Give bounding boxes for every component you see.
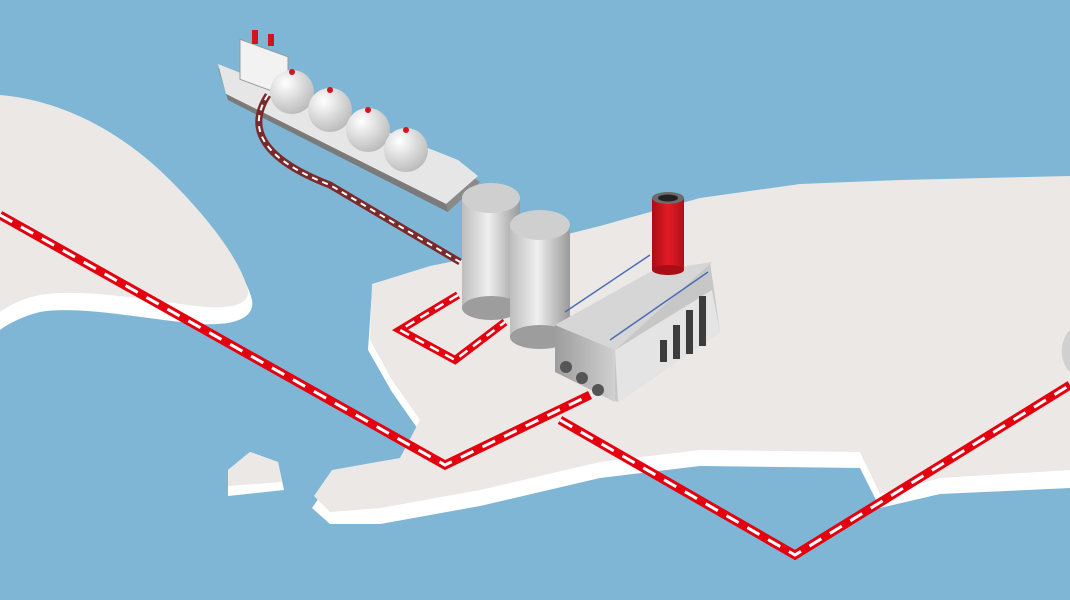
processing-plant: [555, 254, 720, 402]
plant-outlet: [592, 384, 604, 396]
pipeline-left: [0, 211, 592, 471]
cargo-dome: [308, 88, 352, 132]
transfer-hose: [255, 93, 462, 266]
tank-manifold-pipes: [391, 291, 508, 365]
cargo-dome: [384, 128, 428, 172]
roof-railing: [564, 254, 709, 341]
cargo-dome: [346, 108, 390, 152]
cargo-dome: [270, 70, 314, 114]
plant-outlet: [576, 372, 588, 384]
pipeline-right: [557, 381, 1070, 561]
plant-windows: [660, 296, 706, 362]
left-landmass: [0, 95, 253, 330]
small-island: [228, 452, 284, 496]
chimney: [652, 192, 684, 275]
plant-outlet: [560, 361, 572, 373]
lng-tanker-ship: [218, 30, 480, 212]
